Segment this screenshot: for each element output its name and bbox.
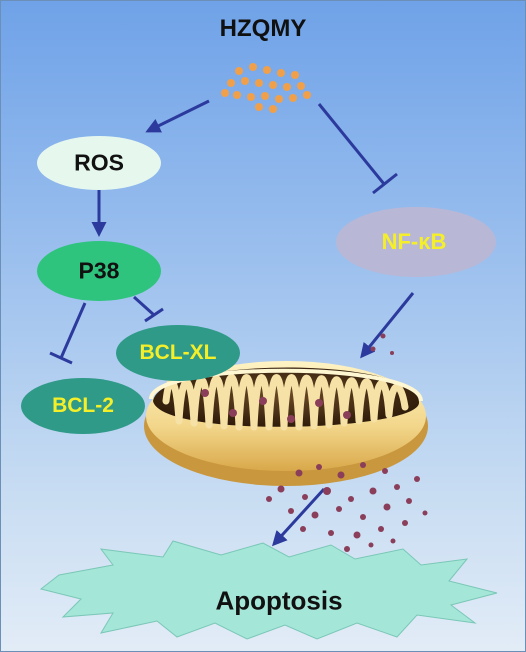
inhibit-hzqmy-to-nfkb: [317, 103, 386, 185]
inhibit-bar-bclxl: [144, 307, 164, 323]
bclxl-label: BCL-XL: [139, 341, 217, 364]
pathway-connectors: [49, 99, 415, 547]
title-hzqmy: HZQMY: [219, 15, 307, 42]
apoptosis-label: Apoptosis: [215, 585, 343, 616]
hzqmy-particles: [221, 63, 311, 113]
arrow-nfkb-to-mitochondrion: [360, 292, 415, 359]
nfkb-label: NF-κB: [381, 229, 447, 254]
ros-node: [37, 136, 161, 190]
apoptosis-burst: [39, 540, 498, 640]
nfkb-node: [336, 207, 496, 277]
inhibit-bar-nfkb: [372, 172, 398, 195]
bcl2-label: BCL-2: [52, 394, 114, 417]
inhibit-p38-to-bcl2: [59, 302, 87, 359]
inhibit-p38-to-bclxl: [132, 295, 156, 317]
arrow-hzqmy-to-ros: [145, 99, 210, 133]
arrow-to-apoptosis: [271, 487, 326, 547]
p38-label: P38: [78, 257, 120, 284]
bcl2-node: [21, 378, 145, 434]
bclxl-node: [116, 325, 240, 381]
mitochondrion: [144, 361, 428, 486]
released-vesicles: [201, 333, 428, 552]
inhibit-bar-bcl2: [49, 351, 73, 365]
ros-label: ROS: [74, 149, 124, 176]
p38-node: [37, 241, 161, 301]
